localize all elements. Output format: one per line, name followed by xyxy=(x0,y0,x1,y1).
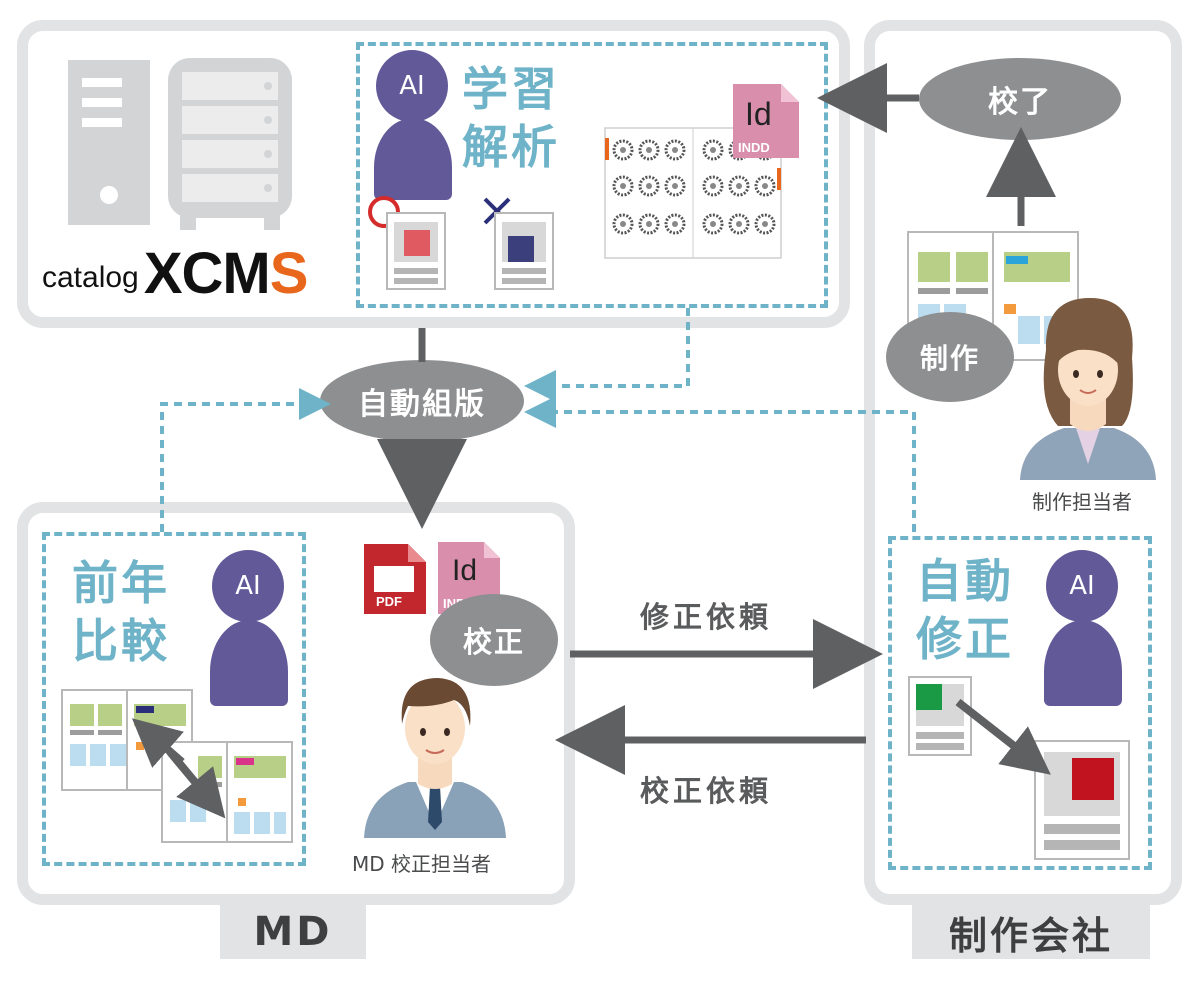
gear-icon xyxy=(612,139,634,161)
compare-title-line2: 比較 xyxy=(72,614,170,668)
staff-person-label: 制作担当者 xyxy=(1032,490,1132,514)
gear-icon xyxy=(702,213,724,235)
gear-icon xyxy=(728,175,750,197)
dashed-compare-to-typeset xyxy=(160,388,331,532)
ai-body-icon xyxy=(1044,620,1122,706)
md-person-icon xyxy=(364,678,506,838)
gear-hub-icon xyxy=(646,221,652,227)
section-tag-md: MD xyxy=(220,905,366,959)
gear-hub-icon xyxy=(762,221,768,227)
gear-icon xyxy=(638,175,660,197)
proofread-node: 校正 xyxy=(430,594,558,686)
pdf-label: PDF xyxy=(376,594,402,609)
gear-icon xyxy=(612,175,634,197)
brand-name: XCM xyxy=(143,241,271,306)
gear-icon xyxy=(664,175,686,197)
section-tag-company: 制作会社 xyxy=(912,905,1150,959)
proof-complete-node: 校了 xyxy=(919,58,1121,140)
md-person-label: MD 校正担当者 xyxy=(352,852,492,876)
ai-head-icon: AI xyxy=(376,50,448,122)
learning-title-line2: 解析 xyxy=(462,120,560,174)
auto-fix-before-thumbnail xyxy=(908,676,972,756)
gear-hub-icon xyxy=(710,221,716,227)
gear-icon xyxy=(638,139,660,161)
auto-typesetting-node: 自動組版 xyxy=(320,360,524,442)
dashed-autofix-to-typeset xyxy=(524,396,916,532)
auto-fix-title-line1: 自動 xyxy=(916,554,1014,608)
server-tower-icon xyxy=(68,60,150,225)
gear-hub-icon xyxy=(736,221,742,227)
gear-icon xyxy=(638,213,660,235)
gear-icon xyxy=(754,213,776,235)
pdf-file-icon xyxy=(364,544,426,614)
learning-area xyxy=(356,42,828,308)
gear-icon xyxy=(754,175,776,197)
gear-hub-icon xyxy=(620,147,626,153)
brand-logo: catalog XCMS xyxy=(42,240,308,307)
gear-hub-icon xyxy=(672,183,678,189)
indesign-id-label: Id xyxy=(745,96,772,132)
gear-icon xyxy=(728,213,750,235)
gear-hub-icon xyxy=(672,147,678,153)
auto-fix-area xyxy=(888,536,1152,870)
gear-icon xyxy=(702,175,724,197)
ai-body-icon xyxy=(374,118,452,200)
gear-hub-icon xyxy=(620,183,626,189)
gear-hub-icon xyxy=(620,221,626,227)
gear-hub-icon xyxy=(646,183,652,189)
proof-request-label: 校正依頼 xyxy=(640,774,773,808)
bad-layout-thumbnail xyxy=(494,212,554,290)
production-staff-person-icon xyxy=(1020,298,1156,480)
gear-icon xyxy=(612,213,634,235)
indesign-id-label: Id xyxy=(452,554,478,587)
compare-title-line1: 前年 xyxy=(72,556,170,610)
gear-icon xyxy=(664,139,686,161)
indesign-indd-label: INDD xyxy=(738,140,770,155)
year-compare-area xyxy=(42,532,306,866)
learning-title-line1: 学習 xyxy=(462,62,560,116)
brand-name-accent: S xyxy=(269,241,309,306)
server-rack-icon xyxy=(168,58,292,230)
gear-icon xyxy=(702,139,724,161)
gear-hub-icon xyxy=(736,183,742,189)
good-layout-thumbnail xyxy=(386,212,446,290)
ai-head-icon: AI xyxy=(1046,550,1118,622)
gear-hub-icon xyxy=(646,147,652,153)
gear-hub-icon xyxy=(762,183,768,189)
ai-head-icon: AI xyxy=(212,550,284,622)
gear-hub-icon xyxy=(710,183,716,189)
gear-icon xyxy=(664,213,686,235)
auto-fix-after-thumbnail xyxy=(1034,740,1130,860)
indesign-file-icon xyxy=(733,84,799,158)
brand-prefix: catalog xyxy=(42,261,139,294)
production-node: 制作 xyxy=(886,312,1014,402)
gear-hub-icon xyxy=(710,147,716,153)
ai-body-icon xyxy=(210,620,288,706)
dashed-learning-to-typeset xyxy=(524,308,690,402)
fix-request-label: 修正依頼 xyxy=(640,600,773,634)
auto-fix-title-line2: 修正 xyxy=(916,612,1014,666)
gear-hub-icon xyxy=(672,221,678,227)
